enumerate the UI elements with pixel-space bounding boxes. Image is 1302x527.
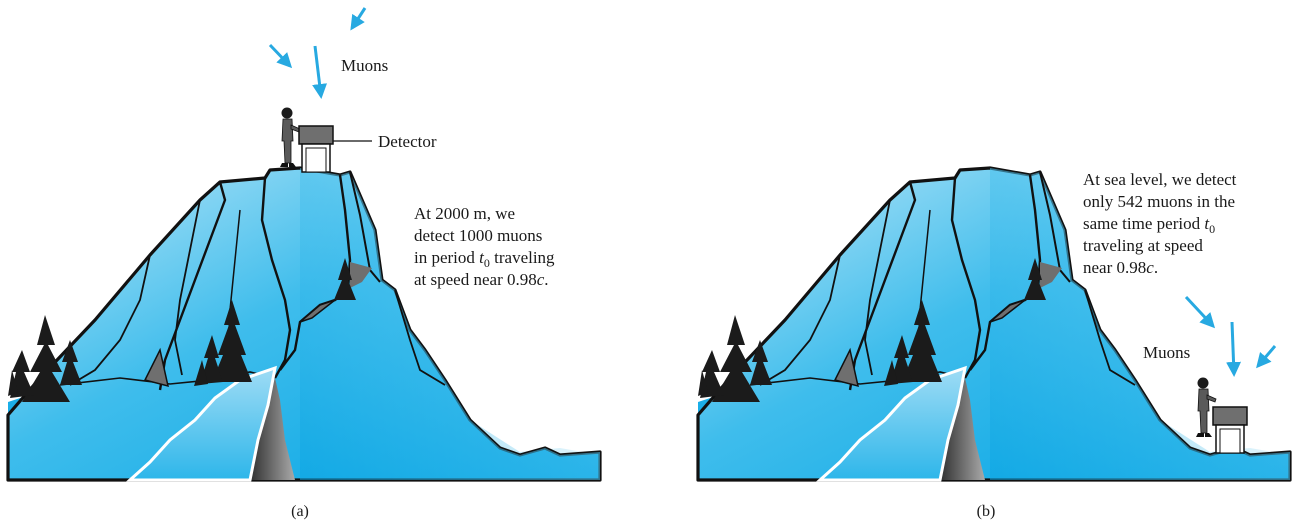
detector-box-b — [1212, 406, 1248, 454]
caption-b: (b) — [977, 503, 996, 520]
info-b-line-5: near 0.98c. — [1083, 258, 1158, 277]
detector-label: Detector — [378, 132, 437, 151]
info-b-line-2: only 542 muons in the — [1083, 192, 1235, 211]
info-a-line-3: in period t0 traveling — [414, 248, 555, 270]
detector-box-a — [298, 125, 334, 173]
info-b-line-1: At sea level, we detect — [1083, 170, 1237, 189]
caption-a: (a) — [291, 503, 309, 520]
info-a-line-2: detect 1000 muons — [414, 226, 542, 245]
panel-a: Detector Muons At 2000 m, we detect 1000… — [6, 7, 602, 520]
info-a-line-1: At 2000 m, we — [414, 204, 515, 223]
muon-arrow-b3 — [1256, 345, 1277, 369]
muons-label-b: Muons — [1143, 343, 1190, 362]
muon-arrow-a2 — [268, 43, 293, 69]
muon-arrow-b1 — [1184, 295, 1216, 329]
info-b-line-4: traveling at speed — [1083, 236, 1203, 255]
muons-label-a: Muons — [341, 56, 388, 75]
muon-arrow-b2 — [1226, 321, 1242, 377]
observer-a — [279, 107, 301, 168]
muon-arrow-a3 — [312, 45, 328, 99]
muon-arrow-a1 — [350, 7, 367, 31]
info-b-line-3: same time period t0 — [1083, 214, 1215, 236]
info-a-line-4: at speed near 0.98c. — [414, 270, 549, 289]
panel-b: Muons At sea level, we detect only 542 m… — [696, 166, 1292, 520]
info-text-b: At sea level, we detect only 542 muons i… — [1083, 170, 1237, 277]
info-text-a: At 2000 m, we detect 1000 muons in perio… — [414, 204, 555, 289]
